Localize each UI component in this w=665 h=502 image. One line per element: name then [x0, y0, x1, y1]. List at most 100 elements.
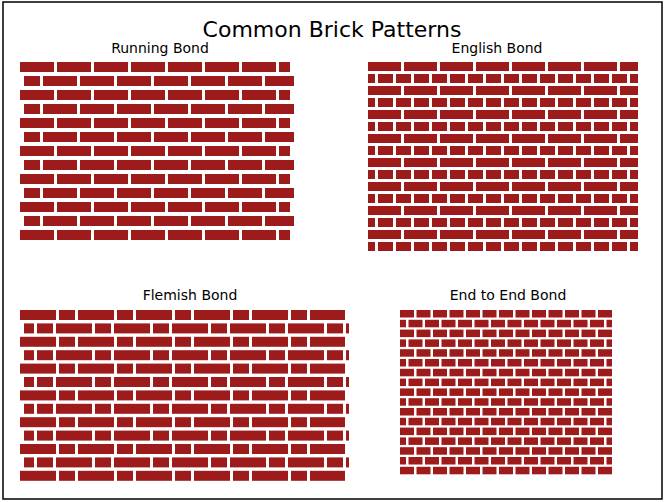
brick: [368, 74, 375, 83]
brick: [242, 174, 276, 184]
brick: [346, 350, 349, 360]
brick: [574, 339, 588, 347]
brick: [433, 467, 447, 475]
brick: [468, 74, 483, 83]
brick: [450, 369, 464, 377]
brick: [584, 62, 617, 71]
brick: [612, 74, 627, 83]
brick: [310, 310, 345, 320]
brick: [368, 110, 401, 119]
brick: [433, 349, 447, 357]
brick: [400, 349, 414, 357]
brick: [475, 418, 489, 426]
brick: [205, 202, 239, 212]
brick: [468, 218, 483, 227]
brick: [607, 457, 613, 465]
brick: [368, 86, 401, 95]
brick: [508, 320, 522, 328]
brick: [425, 418, 439, 426]
brick: [37, 457, 53, 467]
brick: [95, 377, 111, 387]
brick: [590, 457, 604, 465]
brick: [458, 339, 472, 347]
brick: [43, 76, 77, 86]
brick: [327, 431, 343, 441]
brick: [557, 398, 571, 406]
brick: [117, 310, 133, 320]
brick: [504, 194, 519, 203]
brick: [466, 369, 480, 377]
brick: [43, 104, 77, 114]
brick: [504, 218, 519, 227]
brick: [172, 377, 208, 387]
brick: [172, 457, 208, 467]
brick: [194, 444, 230, 454]
brick: [400, 467, 414, 475]
brick: [516, 447, 530, 455]
brick: [20, 62, 54, 72]
brick: [95, 323, 111, 333]
brick: [24, 377, 34, 387]
brick: [20, 174, 54, 184]
brick: [540, 74, 555, 83]
brick: [56, 323, 92, 333]
brick: [440, 134, 473, 143]
brick: [175, 337, 191, 347]
brick: [486, 74, 501, 83]
brick: [582, 428, 596, 436]
brick: [233, 364, 249, 374]
brick: [499, 388, 513, 396]
brick: [117, 104, 151, 114]
brick: [576, 74, 591, 83]
brick: [230, 431, 266, 441]
brick: [491, 379, 505, 387]
brick: [594, 242, 609, 251]
brick: [574, 359, 588, 367]
brick: [114, 404, 150, 414]
brick: [630, 74, 638, 83]
brick: [310, 471, 345, 481]
brick: [584, 206, 617, 215]
brick: [211, 404, 227, 414]
brick: [486, 170, 501, 179]
brick: [516, 388, 530, 396]
brick: [57, 146, 91, 156]
brick: [24, 404, 34, 414]
brick: [279, 118, 290, 128]
brick: [153, 404, 169, 414]
brick: [524, 379, 538, 387]
brick: [211, 323, 227, 333]
brick: [409, 359, 423, 367]
brick: [491, 339, 505, 347]
brick: [508, 339, 522, 347]
brick: [476, 230, 509, 239]
brick: [279, 90, 290, 100]
brick: [486, 122, 501, 131]
brick: [508, 437, 522, 445]
brick: [57, 230, 91, 240]
brick: [630, 146, 638, 155]
brick: [548, 62, 581, 71]
brick: [136, 310, 172, 320]
brick: [516, 330, 530, 338]
brick: [24, 457, 34, 467]
brick: [409, 398, 423, 406]
brick: [175, 417, 191, 427]
brick: [80, 132, 114, 142]
brick: [450, 218, 465, 227]
brick: [594, 170, 609, 179]
brick: [168, 118, 202, 128]
brick: [508, 457, 522, 465]
brick: [558, 146, 573, 155]
brick: [565, 447, 579, 455]
brick: [252, 390, 288, 400]
brick: [252, 417, 288, 427]
brick: [242, 230, 276, 240]
brick: [549, 330, 563, 338]
brick: [20, 90, 54, 100]
brick: [279, 174, 290, 184]
brick: [440, 182, 473, 191]
brick: [584, 158, 617, 167]
brick: [432, 122, 447, 131]
brick: [630, 242, 638, 251]
